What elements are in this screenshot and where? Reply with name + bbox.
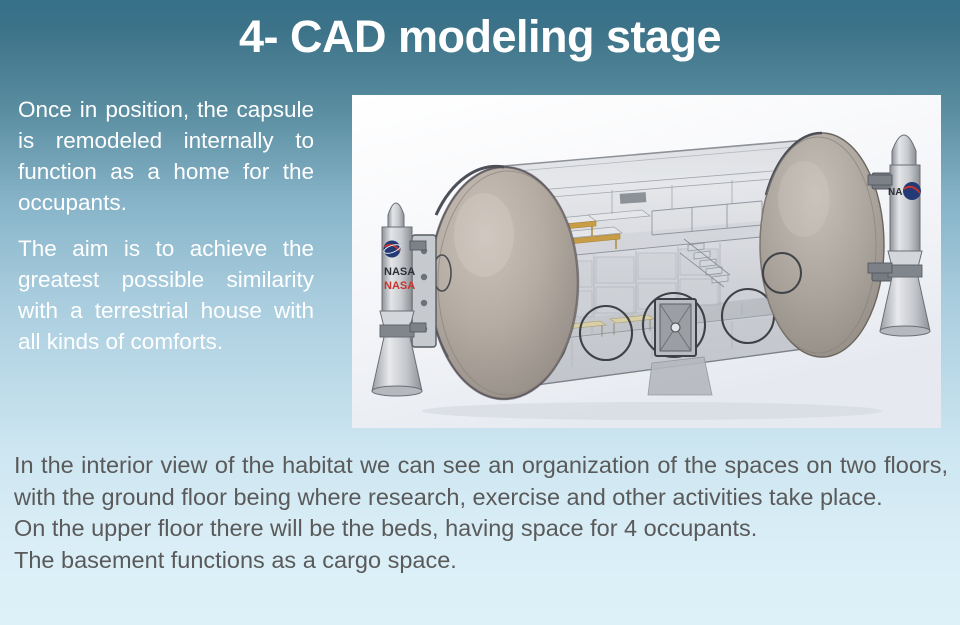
bottom-paragraph-2: On the upper floor there will be the bed… xyxy=(14,515,758,541)
cad-render-panel: NASA NASA xyxy=(352,95,941,428)
left-dome-endcap xyxy=(427,164,580,401)
bottom-text-column: In the interior view of the habitat we c… xyxy=(14,450,948,576)
right-booster: NA xyxy=(867,134,931,337)
left-paragraph-2: The aim is to achieve the greatest possi… xyxy=(18,236,314,354)
bottom-paragraph-3: The basement functions as a cargo space. xyxy=(14,546,457,573)
nasa-worm-text-1: NASA xyxy=(384,266,415,278)
nasa-worm-text-right: NA xyxy=(888,187,902,198)
bottom-paragraph-1: In the interior view of the habitat we c… xyxy=(14,452,948,510)
right-dome-endcap xyxy=(759,131,885,358)
nasa-worm-text-2: NASA xyxy=(384,280,415,292)
left-hinge-plate xyxy=(411,234,437,348)
cargo-ramp xyxy=(647,356,713,396)
cad-habitat-illustration: NASA NASA xyxy=(352,95,941,428)
left-text-column: Once in position, the capsule is remodel… xyxy=(18,94,314,357)
page-title: 4- CAD modeling stage xyxy=(238,11,722,62)
left-booster: NASA NASA xyxy=(371,202,427,397)
left-paragraph-1: Once in position, the capsule is remodel… xyxy=(18,97,314,215)
airlock-hatch xyxy=(654,298,697,357)
